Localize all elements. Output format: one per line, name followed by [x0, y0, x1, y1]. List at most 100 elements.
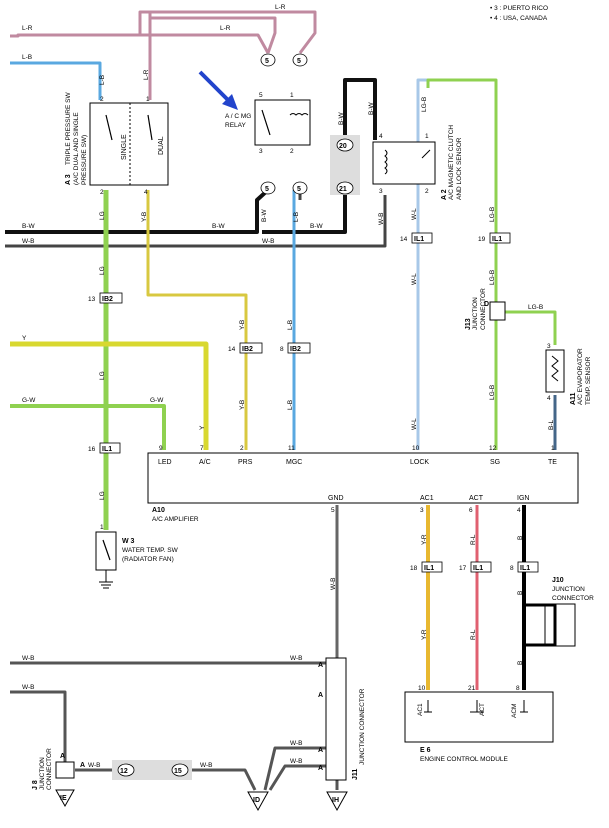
- ecm-acm-circuit-icon: [520, 700, 528, 713]
- magnetic-clutch: 4 1 3 2 A 2 A/C MAGNETIC CLUTCH AND LOCK…: [372, 125, 463, 200]
- a2-line2: AND LOCK SENSOR: [456, 137, 463, 200]
- wire-lg-b: [426, 78, 557, 345]
- conn-5-b-label: 5: [297, 58, 301, 65]
- wire-y-b: [146, 190, 248, 450]
- lbl-lg-1: LG: [99, 211, 106, 220]
- lbl-w-b-6: W-B: [290, 655, 303, 662]
- wire-w-b-lower4: [263, 746, 330, 791]
- il1-17-pin: 17: [459, 565, 467, 572]
- ecm-box: [404, 691, 554, 743]
- amp-pin-2: 2: [240, 445, 244, 452]
- j11-pin-a-1: A: [318, 662, 323, 669]
- il1-18-pin: 18: [410, 565, 418, 572]
- conn-12-label: 12: [120, 768, 128, 775]
- il1-14-label: IL1: [414, 236, 424, 243]
- ib2-conn-14: [239, 342, 263, 354]
- lbl-b-w-3: B-W: [310, 223, 324, 230]
- il1-8-pin: 8: [510, 565, 514, 572]
- il1-conn-8: [517, 561, 539, 573]
- lbl-lg-b-4: LG-B: [489, 385, 496, 400]
- lbl-b-3: B: [517, 661, 524, 665]
- lbl-l-b-4: L-B: [287, 320, 294, 330]
- j13-line2: CONNECTOR: [480, 288, 487, 330]
- a3-pin-4: 4: [144, 189, 148, 196]
- relay-connectors: 5 5 5 5 20 21: [260, 53, 360, 195]
- w3-line1: WATER TEMP. SW: [122, 547, 179, 554]
- lbl-g-w-1: G-W: [22, 397, 36, 404]
- a3-name: TRIPLE PRESSURE SW: [65, 92, 72, 165]
- a2-pin-1: 1: [425, 133, 429, 140]
- lbl-lg-b-3: LG-B: [489, 270, 496, 285]
- legend-line-2: • 4 : USA, CANADA: [490, 15, 548, 22]
- amp-pin-6: 6: [469, 507, 473, 514]
- j13-line1: JUNCTION: [472, 297, 479, 330]
- junction-connector-j11: A A A A J11 JUNCTION CONNECTOR: [318, 657, 366, 781]
- il1-16-pin: 16: [88, 446, 96, 453]
- engine-control-module: 10 21 8 AC1 ACT ACM E 6 ENGINE CONTROL M…: [404, 685, 554, 763]
- j11-name: JUNCTION CONNECTOR: [359, 688, 366, 765]
- ecm-act-transistor-icon: [470, 700, 484, 713]
- amp-pin-7: 7: [200, 445, 204, 452]
- lbl-y-r-2: Y-R: [421, 629, 428, 640]
- lbl-lg-4: LG: [99, 491, 106, 500]
- j11-box: [325, 657, 347, 781]
- water-temp-switch: 1 W 3 WATER TEMP. SW (RADIATOR FAN): [95, 524, 179, 589]
- ib2-13-pin: 13: [88, 296, 96, 303]
- lock-sensor-icon: [421, 149, 431, 159]
- a11-line1: A/C EVAPORATOR: [577, 348, 584, 405]
- il1-19-label: IL1: [492, 236, 502, 243]
- ac-mg-relay: 5 1 3 2 A / C MG RELAY: [225, 92, 311, 155]
- term-sg: SG: [490, 459, 500, 466]
- junction-connector-j13: D J13 JUNCTION CONNECTOR: [465, 288, 506, 330]
- wire-l-b-top: [10, 61, 102, 100]
- connector-15: [171, 763, 189, 777]
- lbl-b-1: B: [517, 536, 524, 540]
- lbl-w-b-4: W-B: [330, 577, 337, 590]
- a10-id: A10: [152, 507, 165, 514]
- conn-21-label: 21: [339, 186, 347, 193]
- il1-conn-14: [411, 232, 433, 244]
- relay-box: [254, 99, 311, 146]
- wire-y: [10, 341, 209, 450]
- wire-w-b-main: [5, 195, 387, 248]
- a11-pin-4: 4: [547, 395, 551, 402]
- lbl-r-l-2: R-L: [470, 629, 477, 640]
- lbl-lg-b-2: LG-B: [489, 207, 496, 222]
- e6-name: ENGINE CONTROL MODULE: [420, 756, 509, 763]
- lbl-y-b-1: Y-B: [141, 212, 148, 222]
- conn-5-c-label: 5: [265, 186, 269, 193]
- ac-amplifier: LED A/C PRS MGC LOCK SG TE GND AC1 ACT I…: [147, 445, 579, 523]
- j8-id: J 8: [32, 780, 39, 790]
- a2-pin-3: 3: [379, 188, 383, 195]
- j11-id: J11: [352, 769, 359, 780]
- relay-pin-3: 3: [259, 148, 263, 155]
- single-switch-contact: [105, 114, 113, 141]
- lbl-l-b-2: L-B: [99, 75, 106, 85]
- w3-ground-icon: [99, 570, 113, 589]
- lbl-l-r-1: L-R: [22, 25, 33, 32]
- lbl-w-b-2: W-B: [262, 238, 275, 245]
- ground-ih-icon: [326, 791, 348, 812]
- amp-pin-5: 5: [331, 507, 335, 514]
- j10-box: [544, 603, 576, 647]
- lbl-lg-3: LG: [99, 371, 106, 380]
- amplifier-box: [147, 452, 579, 504]
- lbl-g-w-2: G-W: [150, 397, 164, 404]
- lbl-b-w-1: B-W: [22, 223, 36, 230]
- lbl-b-w-4: B-W: [338, 112, 345, 126]
- il1-17-label: IL1: [473, 565, 483, 572]
- lbl-l-b-5: L-B: [287, 400, 294, 410]
- a11-pin-3: 3: [547, 343, 551, 350]
- ecm-ac1: AC1: [417, 703, 424, 716]
- single-label: SINGLE: [121, 134, 128, 160]
- j8-line2: CONNECTOR: [46, 748, 53, 790]
- amp-pin-12: 12: [489, 445, 497, 452]
- w3-pin-1: 1: [100, 524, 104, 531]
- wire-l-r-path3: [140, 33, 270, 54]
- w3-id: W 3: [122, 538, 135, 545]
- ib2-14-pin: 14: [228, 346, 236, 353]
- relay-label-1: A / C MG: [225, 113, 251, 120]
- lbl-w-b-7: W-B: [22, 684, 35, 691]
- term-ac: A/C: [199, 459, 211, 466]
- term-act: ACT: [469, 495, 484, 502]
